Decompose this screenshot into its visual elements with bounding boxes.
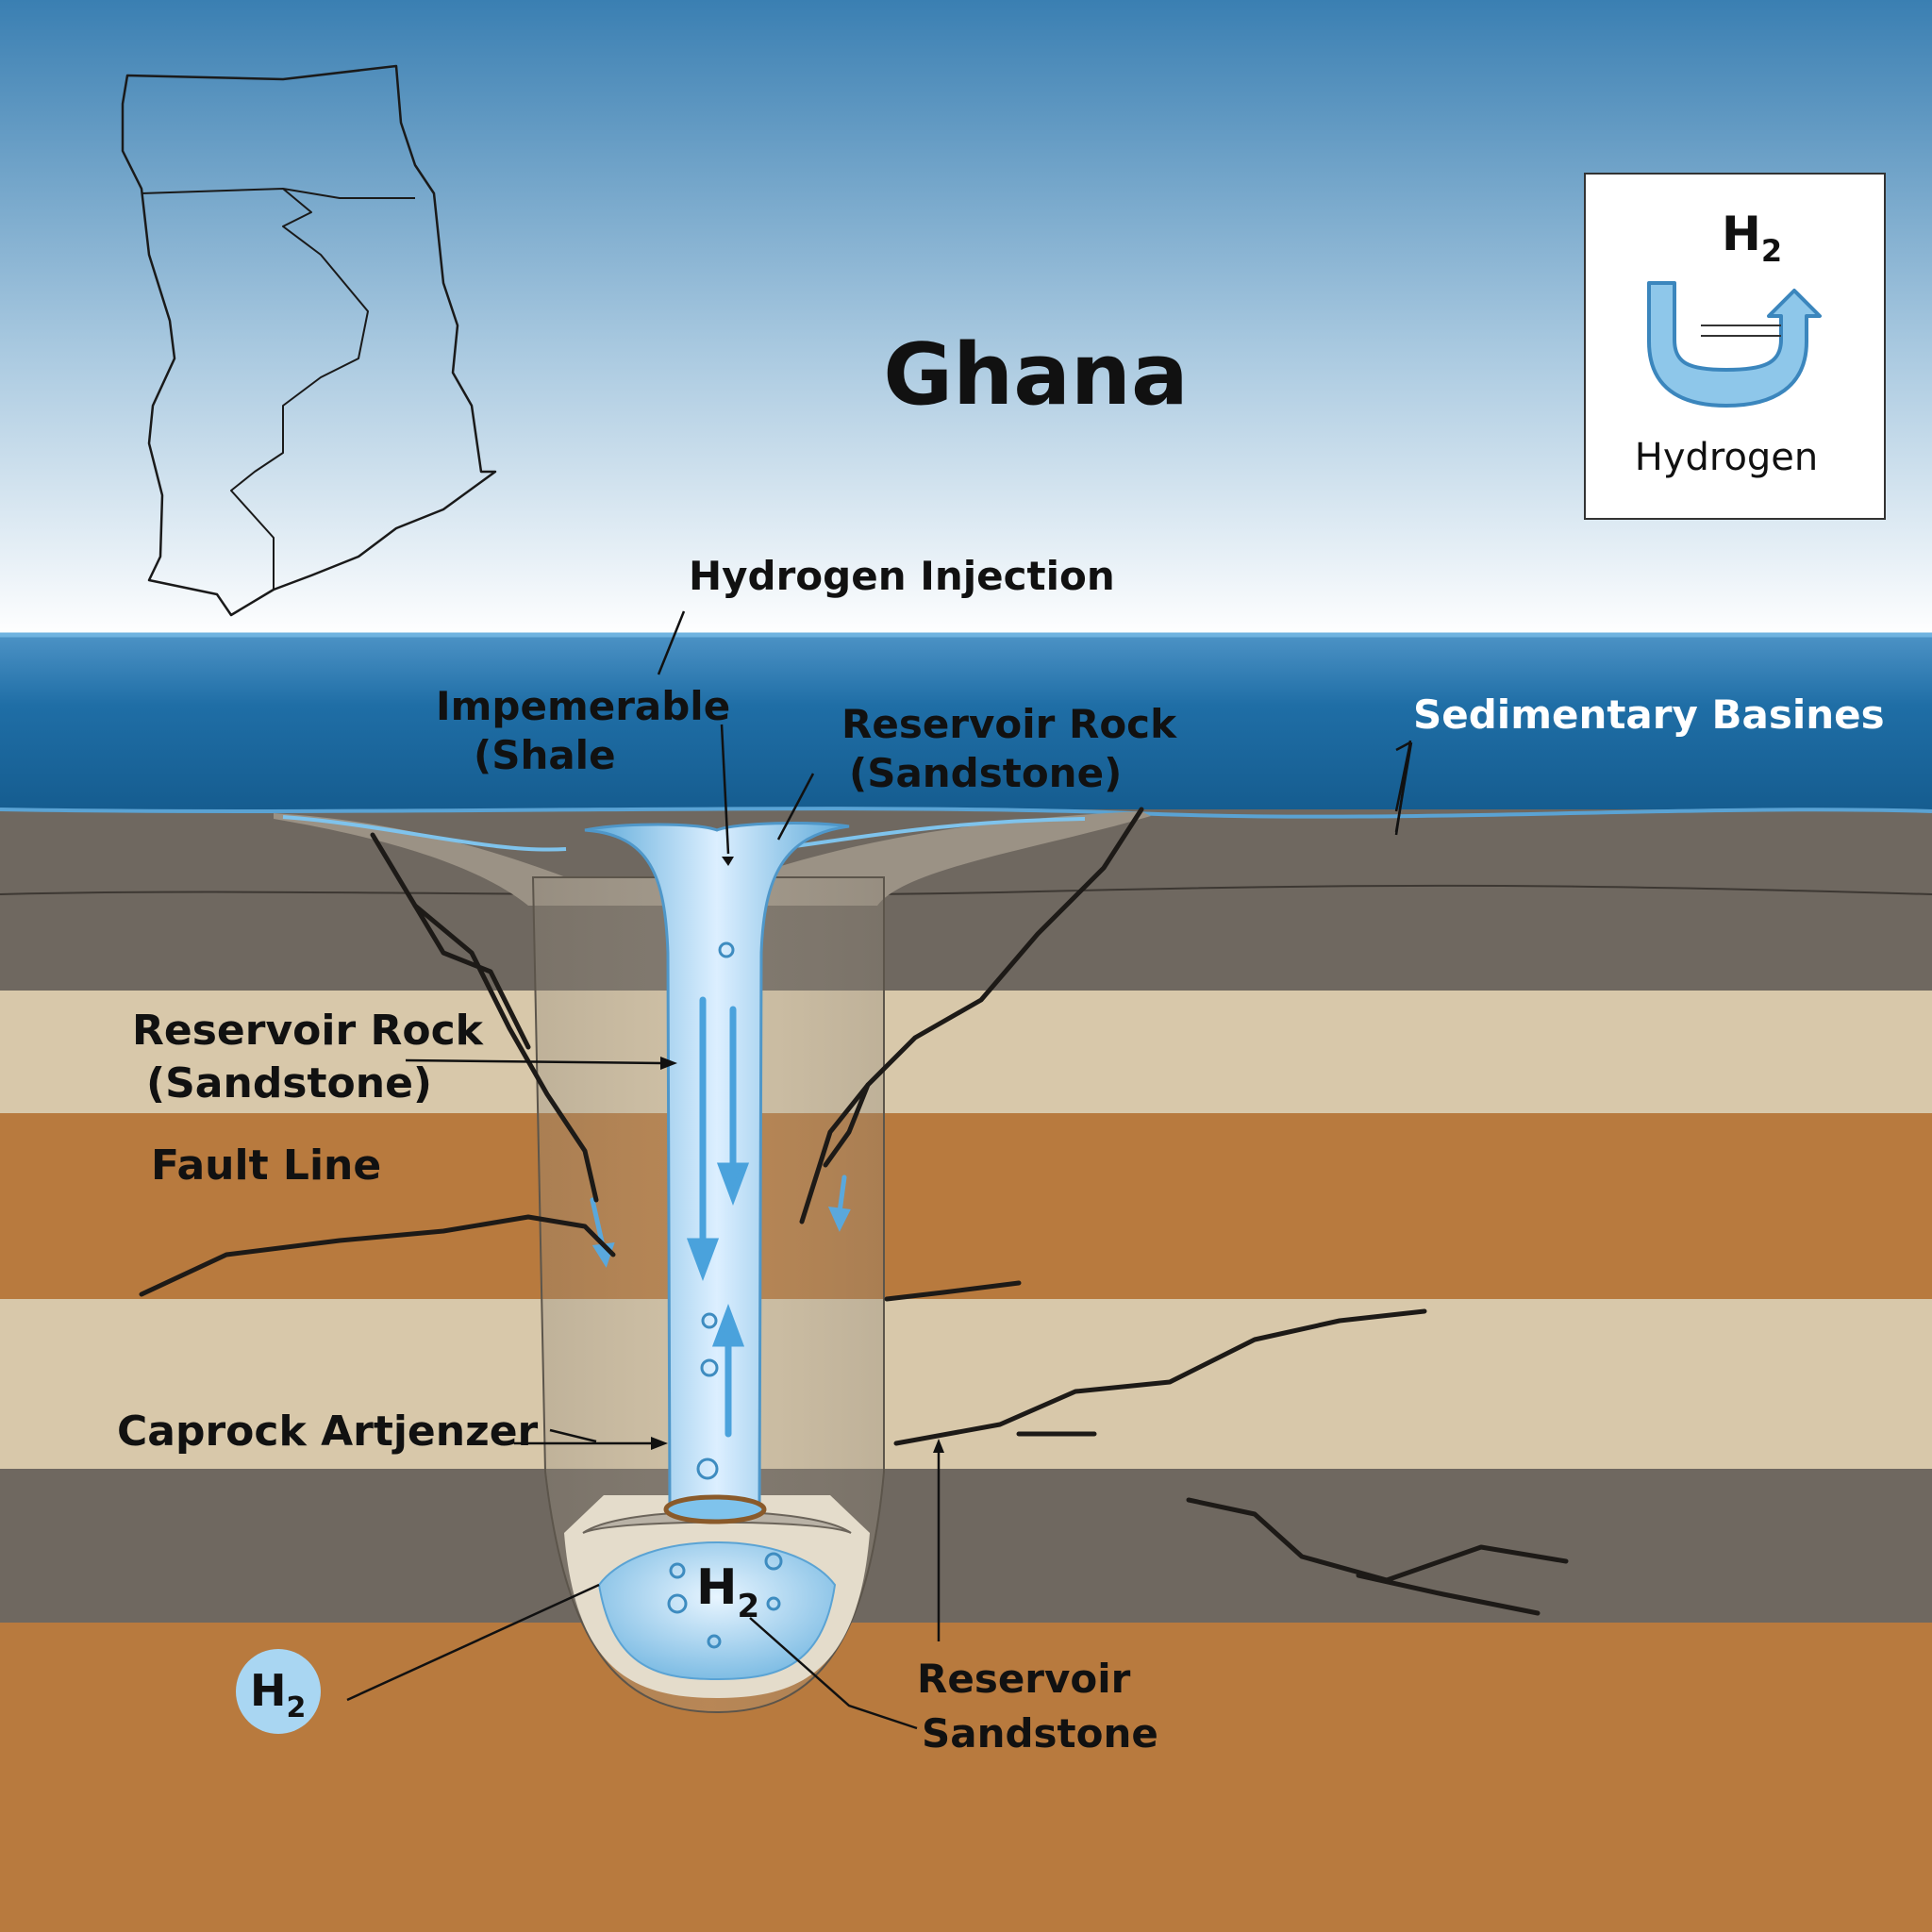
upward-flow-arrow [711,1304,745,1438]
label-reservoir-top: Reservoir Rock (Sandstone) [841,701,1191,796]
legend-frame [1584,173,1886,520]
ghana-map-outline [121,64,497,617]
hydrogen-bubbles [667,941,783,1649]
chamber-hydrogen-pool [597,1541,837,1681]
ghana-region-borders [141,188,415,590]
downward-flow-arrows [686,996,750,1281]
h2-bubble-text: H2 [250,1665,306,1724]
label-reservoir-top-line-2: (Sandstone) [849,750,1122,796]
leader-arrowhead-shale [722,857,734,866]
injection-pipe [584,822,850,1511]
label-reservoir-bottom-line-1: Reservoir [917,1656,1131,1702]
label-fault-line: Fault Line [151,1141,381,1190]
label-reservoir-bottom-line-2: Sandstone [922,1710,1158,1757]
u-tube-icon [1647,281,1822,408]
legend-caption: Hydrogen [1635,436,1819,479]
label-shale-line-2: (Shale [474,732,616,778]
label-reservoir-top-line-1: Reservoir Rock [841,701,1177,747]
label-sedimentary-basines: Sedimentary Basines [1413,691,1885,738]
leader-arrowhead-sandstone-bottom [933,1439,944,1453]
legend-formula: H2 [1722,207,1782,269]
sea-band [0,634,1932,813]
label-reservoir-bottom: Reservoir Sandstone [917,1656,1158,1757]
fault-lines [139,807,1569,1616]
stratum-texture-line [0,884,1932,896]
leader-arrowhead-reservoir-left [660,1057,677,1070]
leader-arrowhead-caprock [651,1437,668,1450]
label-reservoir-left-line-1: Reservoir Rock [132,1007,485,1055]
label-shale-line-1: Impemerable [436,683,730,729]
stratum-sandstone-lower [0,1299,1932,1469]
stratum-clay-lower [0,1623,1932,1932]
stratum-dark-rock-lower [0,1469,1932,1623]
label-hydrogen-injection: Hydrogen Injection [689,553,1115,599]
page-title: Ghana [883,325,1188,425]
label-shale: Impemerable (Shale [436,683,744,778]
stratum-clay-upper [0,1113,1932,1299]
label-reservoir-left: Reservoir Rock (Sandstone) [132,1007,497,1108]
seabed-edge [0,807,1932,819]
crater-water-edge [282,815,1086,852]
label-reservoir-left-line-2: (Sandstone) [146,1059,432,1108]
label-caprock: Caprock Artjenzer [117,1407,539,1456]
chamber-h2-label: H2 [696,1559,759,1625]
leader-arrow-sedimentary [1394,741,1413,833]
pipe-outlet-ring [663,1494,767,1524]
h2-bubble-marker: H2 [236,1649,321,1734]
crater-excavation [274,811,1151,906]
hydrogen-legend: H2 Hydrogen [1584,173,1886,520]
